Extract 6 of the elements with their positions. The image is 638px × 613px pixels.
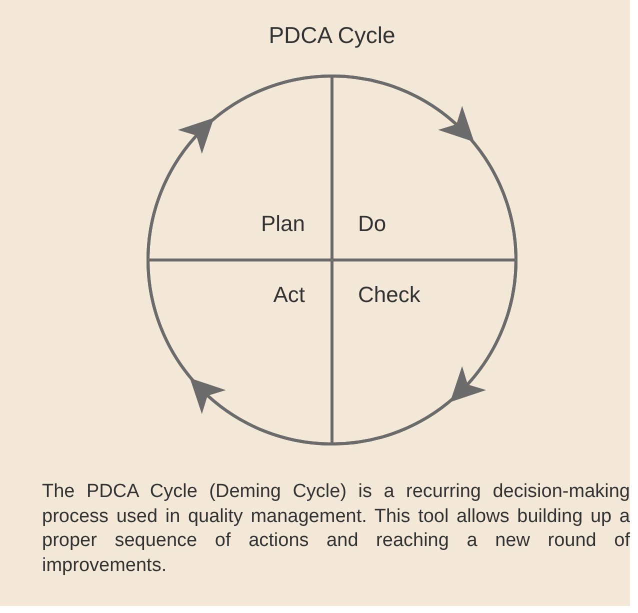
phase-label: Do <box>358 211 386 237</box>
phase-label: Act <box>273 282 305 308</box>
phase-label: Check <box>358 282 420 308</box>
diagram-title: PDCA Cycle <box>268 22 396 49</box>
phase-label: Plan <box>260 211 305 237</box>
caption: The PDCA Cycle (Deming Cycle) is a recurring decision-making process used in quality management. This tool allows building up a proper sequence of actions and reaching a new round of improvements. <box>42 480 630 578</box>
